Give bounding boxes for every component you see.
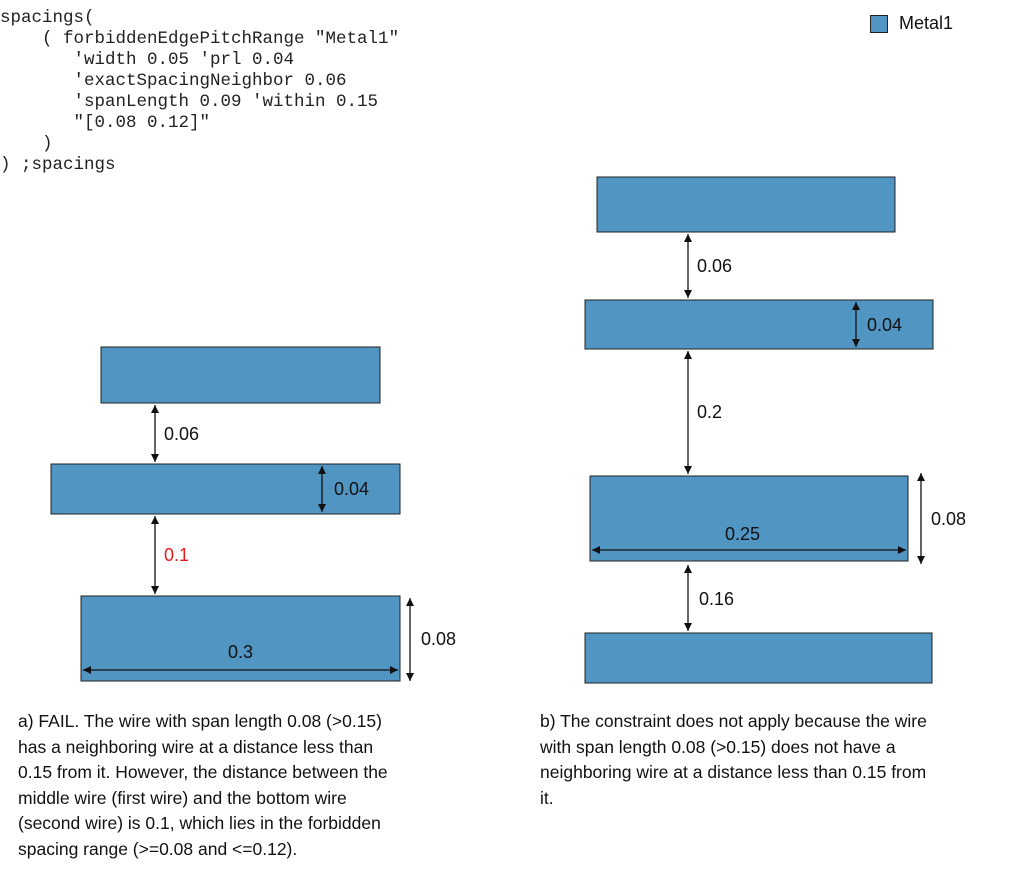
code-line: 'width 0.05 'prl 0.04	[0, 50, 295, 70]
wire-a-top	[100, 346, 381, 404]
caption-a-line: middle wire (first wire) and the bottom …	[18, 787, 347, 808]
dim-label-b-spacing-bottom: 0.16	[699, 589, 734, 609]
dim-label-b-third-span: 0.25	[725, 524, 760, 544]
legend: Metal1	[870, 13, 953, 34]
diagram-b: 0.06 0.04 0.2 0.25 0.08 0.16	[584, 176, 966, 684]
wire-b-bottom	[584, 632, 933, 684]
dim-label-b-spacing-top: 0.06	[697, 256, 732, 276]
dim-label-b-spacing-mid: 0.2	[697, 402, 722, 422]
caption-a: a) FAIL. The wire with span length 0.08 …	[18, 709, 388, 862]
caption-a-line: (second wire) is 0.1, which lies in the …	[18, 813, 381, 833]
code-line: 'spanLength 0.09 'within 0.15	[0, 92, 379, 112]
wire-b-third	[589, 475, 909, 562]
wire-a-bottom	[80, 595, 401, 682]
diagram-a: 0.06 0.04 0.1 0.3 0.08	[50, 346, 456, 682]
rule-code-block: spacings( ( forbiddenEdgePitchRange "Met…	[0, 8, 399, 176]
code-line: spacings(	[0, 8, 95, 28]
code-line: 'exactSpacingNeighbor 0.06	[0, 71, 347, 91]
dim-label-b-third-width: 0.08	[931, 509, 966, 529]
caption-a-line: a) FAIL. The wire with span length 0.08 …	[18, 711, 382, 731]
dim-label-a-bottom-span: 0.3	[228, 642, 253, 662]
caption-a-line: 0.15 from it. However, the distance betw…	[18, 762, 388, 782]
caption-b: b) The constraint does not apply because…	[540, 709, 927, 811]
code-line: ( forbiddenEdgePitchRange "Metal1"	[0, 29, 400, 49]
legend-swatch-metal1	[870, 14, 888, 33]
dim-label-a-bottom-width: 0.08	[421, 629, 456, 649]
caption-b-line: b) The constraint does not apply because…	[540, 711, 927, 731]
caption-a-line: has a neighboring wire at a distance les…	[18, 736, 374, 757]
dim-label-a-spacing-fail: 0.1	[164, 545, 189, 565]
wire-b-second	[584, 299, 934, 350]
caption-b-line: it.	[540, 787, 554, 808]
caption-a-line: spacing range (>=0.08 and <=0.12).	[18, 838, 298, 859]
legend-label: Metal1	[899, 13, 954, 33]
wire-a-middle	[50, 463, 401, 515]
code-line: )	[0, 134, 53, 154]
caption-b-line: neighboring wire at a distance less than…	[540, 762, 927, 782]
dim-label-a-middle-width: 0.04	[334, 479, 369, 499]
caption-b-line: with span length 0.08 (>0.15) does not h…	[540, 736, 896, 757]
code-line: "[0.08 0.12]"	[0, 113, 211, 133]
code-line: ) ;spacings	[0, 155, 116, 175]
dim-label-a-spacing-top: 0.06	[164, 424, 199, 444]
dim-label-b-second-width: 0.04	[867, 315, 902, 335]
wire-b-top	[596, 176, 896, 233]
